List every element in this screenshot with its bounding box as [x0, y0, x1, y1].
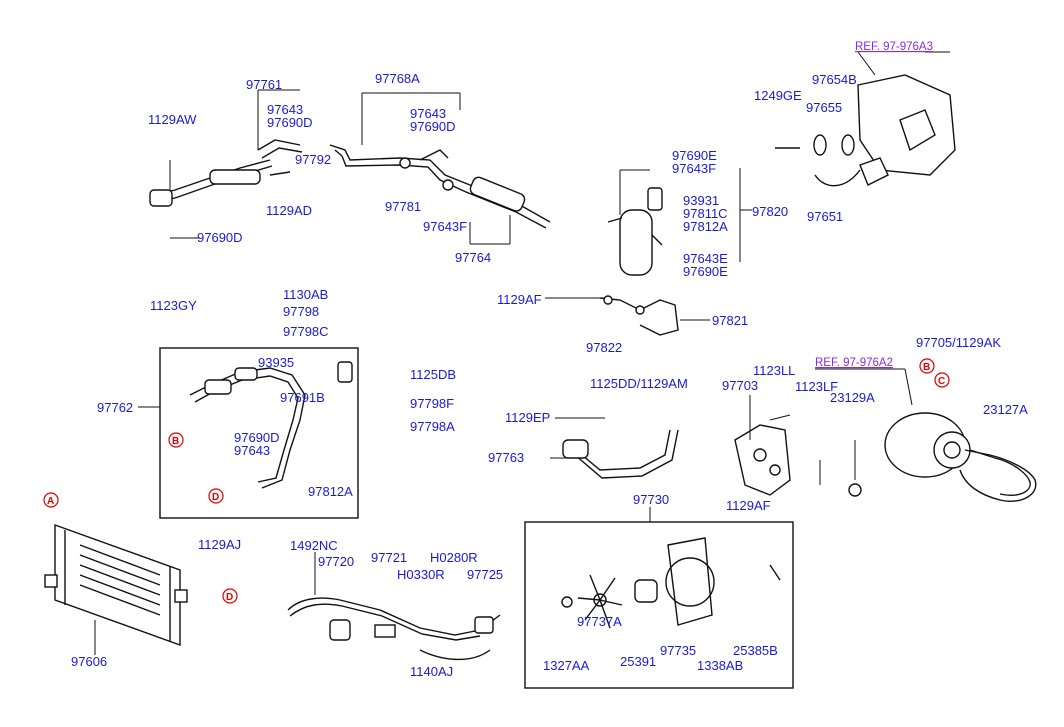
callout-h0330r[interactable]: H0330R: [397, 567, 445, 582]
callout-1249ge[interactable]: 1249GE: [754, 88, 802, 103]
callout-97720[interactable]: 97720: [318, 554, 354, 569]
callout-1327aa[interactable]: 1327AA: [543, 658, 590, 673]
callout-1130ab[interactable]: 1130AB: [283, 287, 328, 302]
callout-97690d-b[interactable]: 97690D: [410, 119, 456, 134]
callouts: 97761 97768A 97643 97690D 1129AW 97792 9…: [71, 71, 1028, 679]
hose-97763: [562, 429, 679, 479]
callout-97820[interactable]: 97820: [752, 204, 788, 219]
callout-97690d-d[interactable]: 97690D: [234, 430, 280, 445]
marker-b-left: B: [172, 436, 179, 447]
callout-97821[interactable]: 97821: [712, 313, 748, 328]
callout-1492nc[interactable]: 1492NC: [290, 538, 338, 553]
callout-1129aw[interactable]: 1129AW: [148, 112, 197, 127]
evaporator-housing: [775, 74, 956, 187]
callout-25385b[interactable]: 25385B: [733, 643, 778, 658]
callout-1338ab[interactable]: 1338AB: [697, 658, 743, 673]
callout-h0280r[interactable]: H0280R: [430, 550, 478, 565]
fan-assembly-97730: [524, 521, 794, 689]
callout-97735[interactable]: 97735: [660, 643, 696, 658]
callout-97690d-c[interactable]: 97690D: [197, 230, 243, 245]
callout-97725[interactable]: 97725: [467, 567, 503, 582]
callout-97651[interactable]: 97651: [807, 209, 843, 224]
ref-label-97-976a3[interactable]: REF. 97-976A3: [855, 41, 933, 53]
callout-97705-1129ak[interactable]: 97705/1129AK: [916, 335, 1001, 350]
leader-lines: [94, 51, 950, 655]
ref-label-97-976a2[interactable]: REF. 97-976A2: [815, 357, 893, 369]
callout-97655[interactable]: 97655: [806, 100, 842, 115]
callout-97798f[interactable]: 97798F: [410, 396, 454, 411]
callout-97643-a[interactable]: 97643: [267, 102, 303, 117]
marker-d-condenser: D: [226, 592, 233, 603]
bracket-97821: [599, 295, 679, 336]
compressor-bracket-97703: [734, 414, 862, 497]
callout-1125dd-1129am[interactable]: 1125DD/1129AM: [590, 376, 688, 391]
hose-assembly-97768a: [329, 144, 551, 229]
callout-97764[interactable]: 97764: [455, 250, 491, 265]
callout-97792[interactable]: 97792: [295, 152, 331, 167]
callout-1129ep[interactable]: 1129EP: [505, 410, 550, 425]
callout-1129ad[interactable]: 1129AD: [266, 203, 312, 218]
callout-93935[interactable]: 93935: [258, 355, 294, 370]
marker-a-left: A: [47, 496, 54, 507]
callout-97781[interactable]: 97781: [385, 199, 421, 214]
callout-97721[interactable]: 97721: [371, 550, 407, 565]
callout-93931[interactable]: 93931: [683, 193, 719, 208]
callout-97762[interactable]: 97762: [97, 400, 133, 415]
wiring-harness-97721: [287, 597, 501, 661]
callout-97812a-b[interactable]: 97812A: [308, 484, 353, 499]
callout-97643f-b[interactable]: 97643F: [672, 161, 716, 176]
callout-25391[interactable]: 25391: [620, 654, 656, 669]
callout-97811c[interactable]: 97811C: [683, 206, 728, 221]
callout-97730[interactable]: 97730: [633, 492, 669, 507]
callout-23129a[interactable]: 23129A: [830, 390, 875, 405]
callout-97768a[interactable]: 97768A: [375, 71, 420, 86]
marker-c-right: C: [938, 376, 945, 387]
callout-97763[interactable]: 97763: [488, 450, 524, 465]
receiver-drier-97820: [607, 187, 663, 276]
callout-97737a[interactable]: 97737A: [577, 614, 622, 629]
callout-23127a[interactable]: 23127A: [983, 402, 1028, 417]
callout-97643-c[interactable]: 97643: [234, 443, 270, 458]
callout-97761[interactable]: 97761: [246, 77, 282, 92]
marker-b-right: B: [923, 362, 930, 373]
callout-1125db[interactable]: 1125DB: [410, 367, 456, 382]
compressor-23127a: [884, 412, 1037, 502]
callout-1123gy[interactable]: 1123GY: [150, 298, 197, 313]
callout-97643-b[interactable]: 97643: [410, 106, 446, 121]
callout-97654b[interactable]: 97654B: [812, 72, 857, 87]
callout-1129aj[interactable]: 1129AJ: [198, 537, 241, 552]
callout-97798a[interactable]: 97798A: [410, 419, 455, 434]
callout-97691b[interactable]: 97691B: [280, 390, 325, 405]
callout-1123ll[interactable]: 1123LL: [753, 363, 795, 378]
pipe-assembly-97762: [159, 347, 359, 519]
callout-97798[interactable]: 97798: [283, 304, 319, 319]
callout-97606[interactable]: 97606: [71, 654, 107, 669]
marker-symbols: [43, 358, 950, 604]
callout-97643f-a[interactable]: 97643F: [423, 219, 467, 234]
callout-97690e-a[interactable]: 97690E: [672, 148, 717, 163]
callout-1123lf[interactable]: 1123LF: [795, 379, 838, 394]
hose-assembly-97761: [149, 139, 303, 207]
callout-1129af-a[interactable]: 1129AF: [497, 292, 542, 307]
callout-97798c[interactable]: 97798C: [283, 324, 329, 339]
callout-1140aj[interactable]: 1140AJ: [410, 664, 453, 679]
callout-97812a-a[interactable]: 97812A: [683, 219, 728, 234]
callout-1129af-b[interactable]: 1129AF: [726, 498, 771, 513]
condenser-97606: [44, 524, 188, 646]
callout-97822[interactable]: 97822: [586, 340, 622, 355]
marker-d-pipe: D: [212, 492, 219, 503]
callout-97690d-a[interactable]: 97690D: [267, 115, 313, 130]
callout-97643e[interactable]: 97643E: [683, 251, 728, 266]
callout-97703[interactable]: 97703: [722, 378, 758, 393]
parts-art: [43, 51, 1037, 689]
callout-97690e-b[interactable]: 97690E: [683, 264, 728, 279]
